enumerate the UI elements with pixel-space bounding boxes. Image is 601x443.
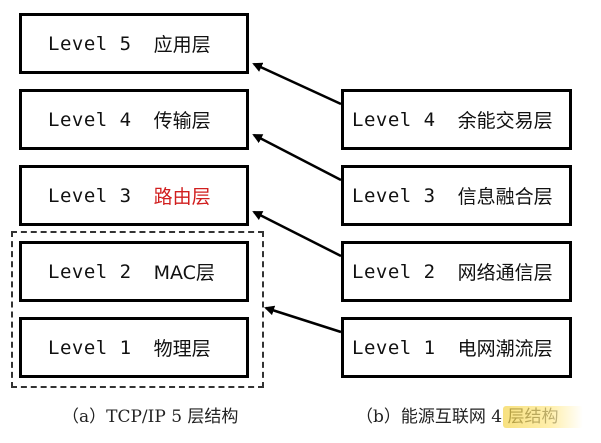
right-box-level-4: Level 4 余能交易层 [341,89,572,150]
layer-name-highlighted: 路由层 [153,186,211,208]
layer-name: 电网潮流层 [457,338,553,360]
left-box-level-2: Level 2 MAC层 [19,241,249,302]
right-box-level-3: Level 3 信息融合层 [341,165,572,226]
left-box-level-3: Level 3 路由层 [19,165,249,226]
watermark-logo [503,406,583,428]
layer-name: 物理层 [153,338,211,360]
left-box-level-4: Level 4 传输层 [19,89,249,150]
arrow-l1-to-l12 [264,305,342,334]
caption-left: （a）TCP/IP 5 层结构 [62,407,239,427]
arrow-l4-to-l5 [252,62,342,106]
level-label: Level 3 [352,184,436,207]
arrow-l2-to-l3 [252,210,342,258]
layer-name: 传输层 [153,110,211,132]
right-box-level-1: Level 1 电网潮流层 [341,317,572,378]
level-label: Level 1 [48,336,132,359]
level-label: Level 4 [48,108,132,131]
layer-name: MAC层 [153,262,215,284]
dashed-group-frame [11,231,264,388]
left-box-level-1: Level 1 物理层 [19,317,249,378]
left-box-level-5: Level 5 应用层 [19,13,249,74]
level-label: Level 4 [352,108,436,131]
layer-name: 余能交易层 [457,110,553,132]
right-box-level-2: Level 2 网络通信层 [341,241,572,302]
level-label: Level 1 [352,336,436,359]
layer-name: 信息融合层 [457,186,553,208]
layer-name: 应用层 [153,34,211,56]
layer-name: 网络通信层 [457,262,553,284]
arrow-l3-to-l4 [252,133,342,182]
level-label: Level 2 [352,260,436,283]
level-label: Level 5 [48,32,132,55]
level-label: Level 2 [48,260,132,283]
level-label: Level 3 [48,184,132,207]
